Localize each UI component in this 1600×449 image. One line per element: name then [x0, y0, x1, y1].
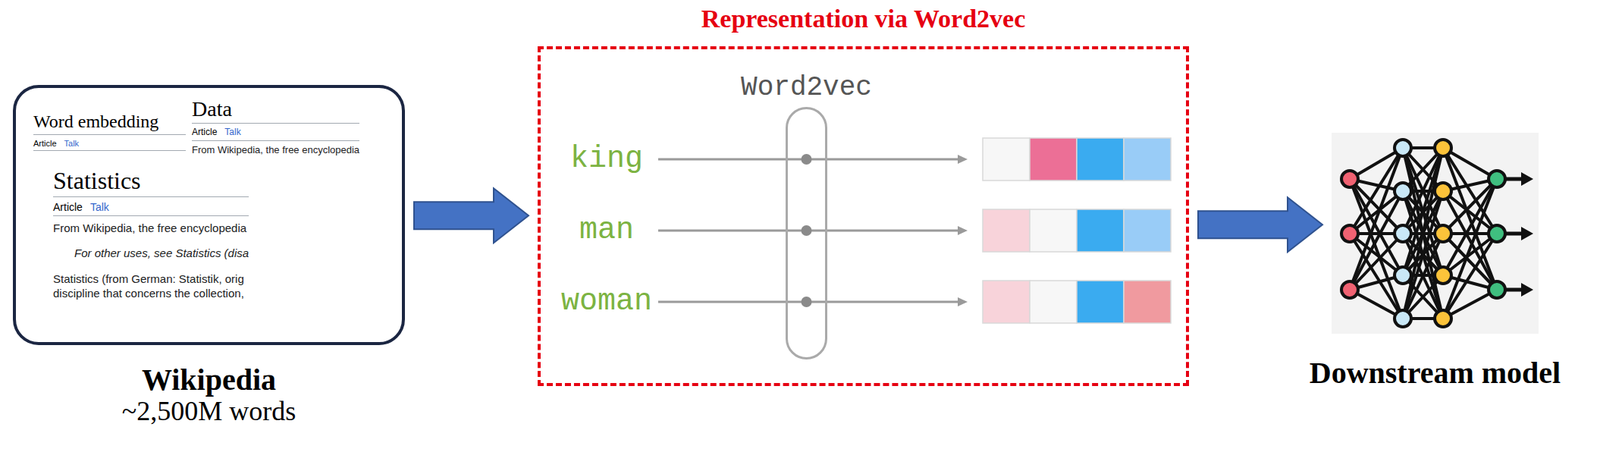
- vector-cell: [982, 280, 1030, 324]
- network-neuron: [1341, 225, 1359, 242]
- vector-cell: [1029, 209, 1077, 252]
- page-tabs: Article Talk: [191, 126, 360, 142]
- network-weight: [1349, 147, 1403, 290]
- block-arrow: [414, 188, 529, 243]
- vector-cell: [982, 209, 1030, 252]
- vector-cell: [1029, 138, 1077, 181]
- network-weight: [1443, 178, 1497, 319]
- mapping-arrowhead: [957, 297, 968, 307]
- page-tab: Talk: [224, 126, 241, 139]
- wiki-page: StatisticsArticle TalkFrom Wikipedia, the…: [47, 162, 258, 308]
- vector-cell: [1076, 280, 1124, 324]
- neural-network-icon: [1331, 132, 1539, 334]
- vector-cell: [1123, 138, 1171, 181]
- network-neuron: [1394, 310, 1412, 327]
- model-name: Word2vec: [740, 72, 873, 104]
- lookup-dot: [801, 296, 813, 308]
- model-caption: Downstream model: [1309, 356, 1561, 390]
- output-arrowhead: [1521, 282, 1534, 297]
- representation-box: Representation via Word2vecWord2veckingm…: [537, 46, 1190, 386]
- downstream-model: Downstream model: [1331, 132, 1539, 334]
- lookup-dot: [801, 225, 813, 236]
- mapping-arrowhead: [957, 154, 968, 164]
- page-tab: Talk: [90, 200, 110, 214]
- page-heading: Statistics: [53, 166, 249, 198]
- vector-cell: [1029, 280, 1077, 324]
- network-neuron: [1341, 170, 1359, 188]
- network-neuron: [1434, 225, 1452, 242]
- network-neuron: [1488, 170, 1506, 188]
- network-weight: [1349, 178, 1403, 319]
- page-text: Statistics (from German: Statistik, orig: [53, 271, 249, 287]
- mapping-arrowhead: [957, 225, 968, 236]
- vector-cell: [1123, 280, 1171, 324]
- network-neuron: [1434, 139, 1452, 157]
- corpus-box: Wikipedia~2,500M wordsWord embeddingArti…: [12, 84, 405, 346]
- corpus-size: ~2,500M words: [15, 396, 402, 427]
- page-text: discipline that concerns the collection,: [53, 285, 249, 302]
- network-neuron: [1341, 281, 1359, 299]
- page-heading: Data: [191, 97, 360, 124]
- network-neuron: [1394, 139, 1412, 157]
- network-neuron: [1394, 266, 1412, 284]
- network-neuron: [1434, 266, 1452, 284]
- vector-cell: [982, 138, 1030, 181]
- page-text: From Wikipedia, the free encyclopedia: [53, 220, 249, 236]
- page-text: For other uses, see Statistics (disa: [74, 245, 249, 261]
- network-neuron: [1488, 225, 1506, 242]
- network-neuron: [1488, 281, 1506, 299]
- model-label: Downstream model: [1309, 356, 1561, 390]
- network-weight: [1349, 191, 1403, 234]
- corpus-caption: Wikipedia~2,500M words: [15, 363, 402, 427]
- page-tab: Talk: [64, 138, 80, 149]
- network-weight: [1402, 191, 1444, 319]
- network-neuron: [1394, 225, 1412, 242]
- network-weight: [1443, 233, 1497, 276]
- page-tabs: Article Talk: [53, 200, 249, 217]
- box-title: Representation via Word2vec: [701, 5, 1026, 33]
- network-weight: [1349, 233, 1403, 290]
- output-arrowhead: [1521, 226, 1534, 241]
- embedding-lookup: Word2vec: [785, 106, 828, 360]
- wiki-page: DataArticle TalkFrom Wikipedia, the free …: [185, 92, 369, 164]
- vector-cell: [1076, 138, 1124, 181]
- network-neuron: [1394, 182, 1412, 200]
- page-text: From Wikipedia, the free encyclopedia: [191, 144, 360, 157]
- word-token: woman: [561, 285, 653, 319]
- page-tab: Article: [33, 138, 57, 149]
- word-token: king: [570, 142, 644, 176]
- network-neuron: [1434, 310, 1452, 327]
- output-arrowhead: [1521, 172, 1534, 186]
- vector-cell: [1123, 209, 1171, 252]
- page-tab: Article: [53, 200, 83, 214]
- page-tab: Article: [191, 126, 217, 139]
- network-weight: [1443, 147, 1497, 290]
- vector-cell: [1076, 209, 1124, 252]
- lookup-dot: [801, 153, 813, 165]
- corpus-name: Wikipedia: [15, 363, 402, 397]
- network-neuron: [1434, 182, 1452, 200]
- block-arrow: [1198, 197, 1323, 252]
- word-token: man: [579, 213, 634, 248]
